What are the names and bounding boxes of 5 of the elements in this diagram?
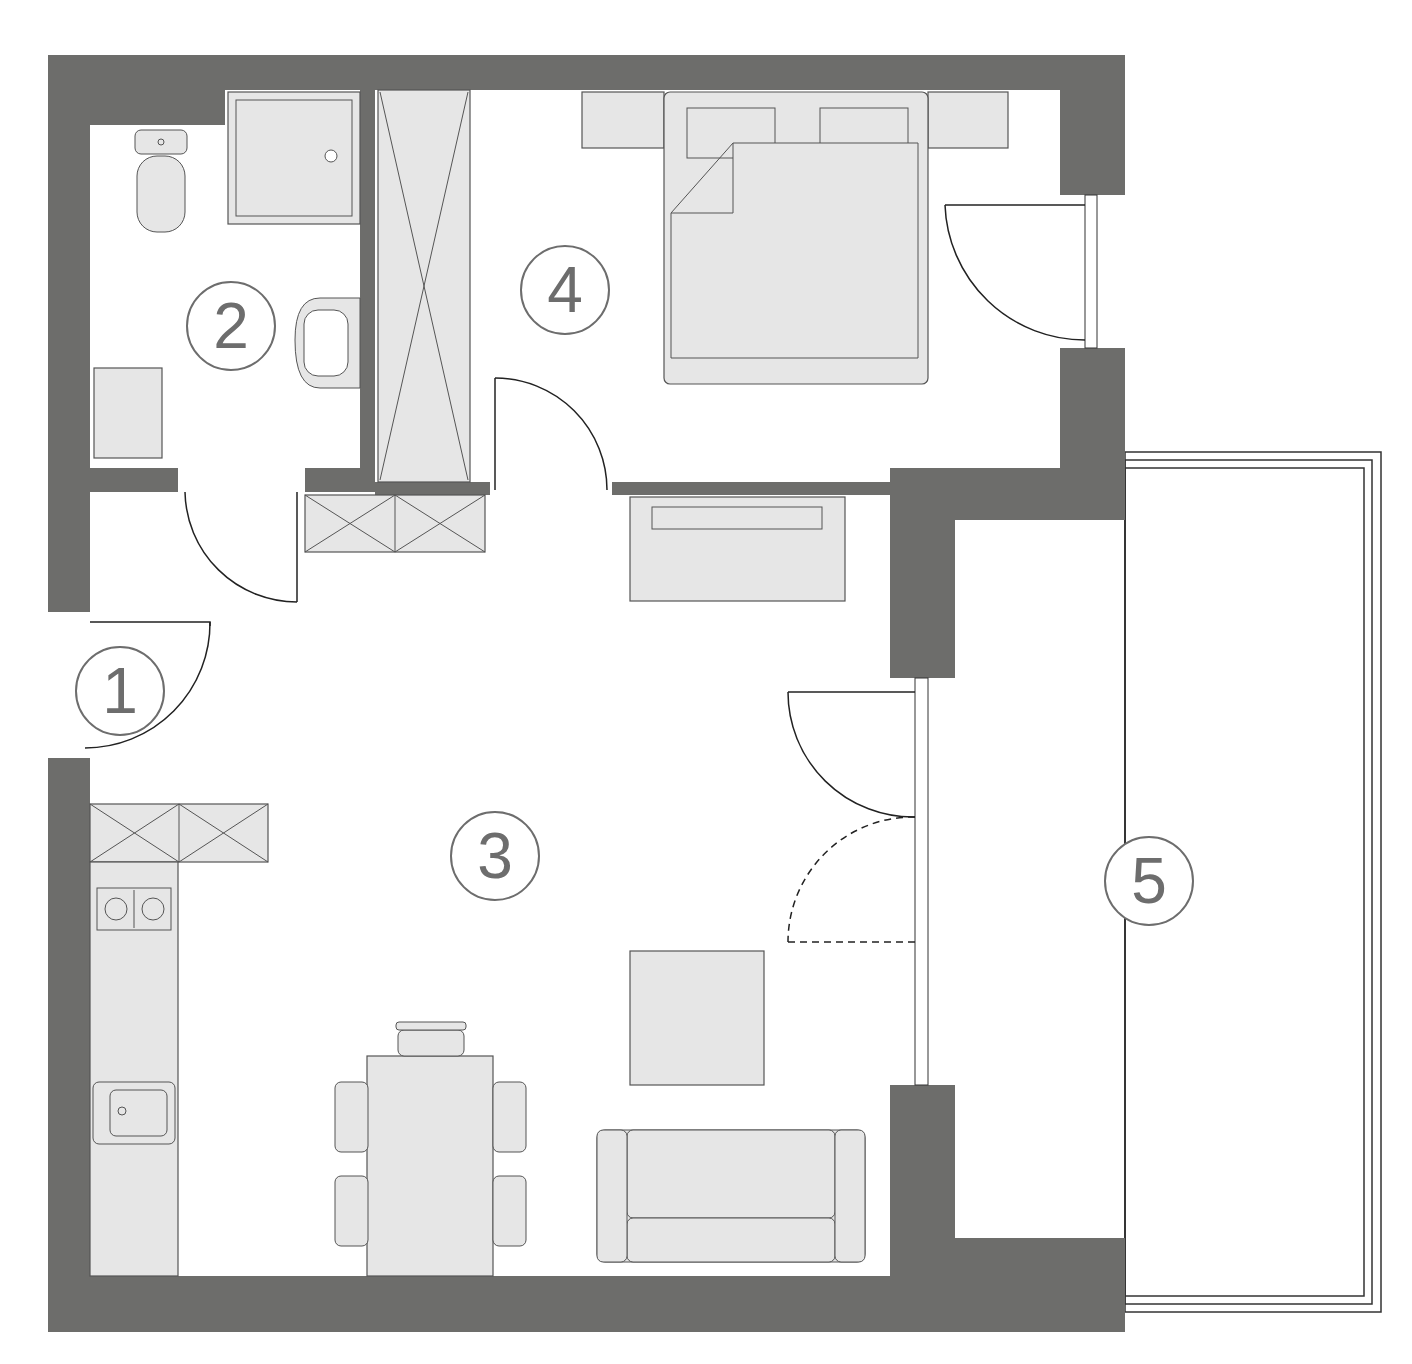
- room-number: 3: [450, 811, 540, 901]
- room-number: 4: [520, 245, 610, 335]
- room-number: 1: [75, 646, 165, 736]
- room-number: 5: [1104, 836, 1194, 926]
- room-number: 2: [186, 281, 276, 371]
